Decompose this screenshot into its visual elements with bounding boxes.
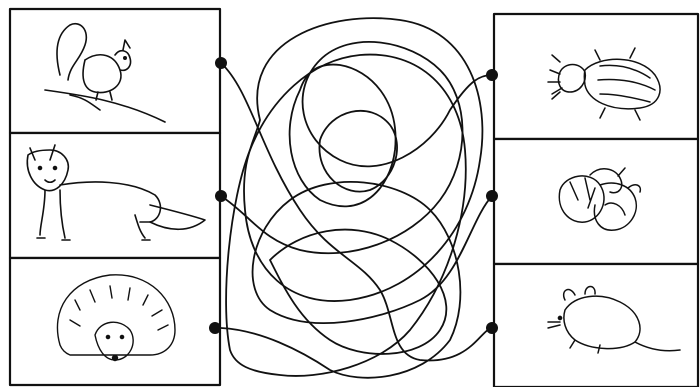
- dot-hedgehog[interactable]: [209, 322, 221, 334]
- panel-squirrel: [10, 9, 220, 133]
- maze-loop-4: [319, 111, 397, 192]
- connection-dots: [209, 57, 498, 334]
- dot-squirrel[interactable]: [215, 57, 227, 69]
- dot-beetle[interactable]: [486, 69, 498, 81]
- maze-loop-1: [244, 18, 482, 301]
- panel-nuts: [494, 139, 698, 264]
- dot-mouse[interactable]: [486, 322, 498, 334]
- maze-path-hedgehog: [221, 182, 492, 378]
- panel-hedgehog: [10, 258, 220, 385]
- panel-fox: [10, 133, 220, 258]
- maze-paths: [221, 18, 492, 378]
- dot-fox[interactable]: [215, 190, 227, 202]
- maze-loop-3: [226, 55, 466, 376]
- panel-beetle: [494, 14, 698, 139]
- panel-mouse: [494, 264, 698, 387]
- dot-nuts[interactable]: [486, 190, 498, 202]
